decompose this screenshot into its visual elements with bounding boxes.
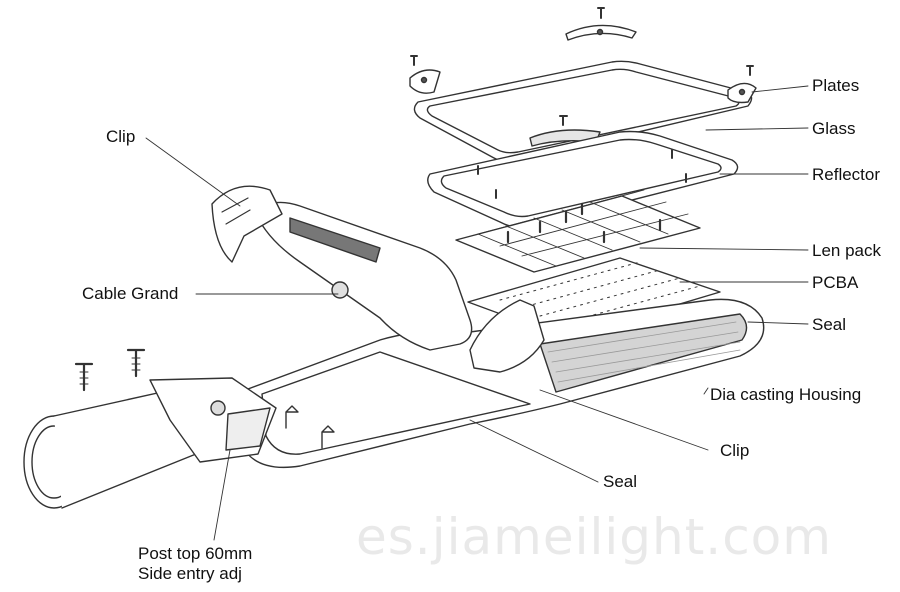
label-glass: Glass <box>812 119 856 138</box>
post-adapter <box>23 348 277 509</box>
label-plates: Plates <box>812 76 860 95</box>
len-pack <box>455 189 701 273</box>
label-cable-grand: Cable Grand <box>82 284 179 303</box>
label-seal-right: Seal <box>812 315 847 334</box>
lid-assembly <box>211 185 545 373</box>
leader-lines <box>145 85 809 541</box>
label-clip-right: Clip <box>720 441 750 460</box>
label-post-line1: Post top 60mm <box>138 544 253 563</box>
label-housing: Dia casting Housing <box>710 385 862 404</box>
label-len-pack: Len pack <box>812 241 881 260</box>
housing <box>236 298 765 469</box>
top-plate <box>565 7 637 41</box>
watermark: es.jiameilight.com <box>356 508 832 566</box>
label-seal-bottom: Seal <box>603 472 638 491</box>
label-post-line2: Side entry adj <box>138 564 242 583</box>
glass-frame <box>409 55 757 163</box>
label-reflector: Reflector <box>812 165 881 184</box>
label-clip-top: Clip <box>106 127 136 146</box>
label-pcba: PCBA <box>812 273 859 292</box>
